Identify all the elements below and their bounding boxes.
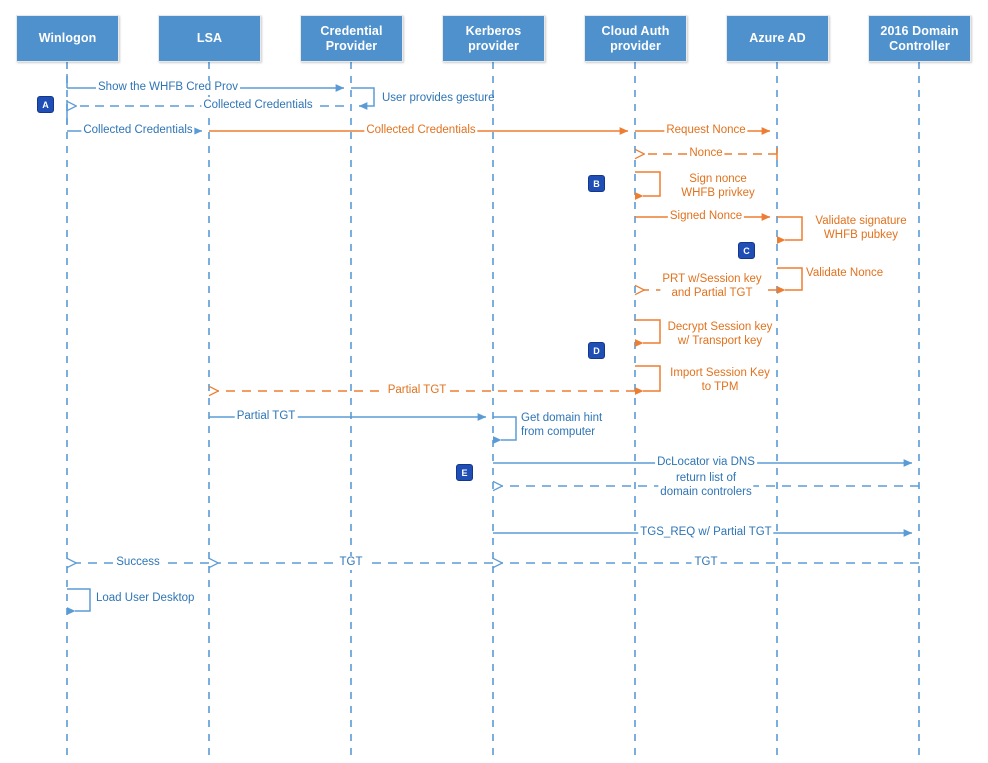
actor-azure-ad[interactable]: Azure AD (726, 15, 829, 62)
message-label-m9: Signed Nonce (667, 210, 745, 224)
actor-label-cloud-auth-provider: Cloud Auth provider (601, 23, 670, 53)
actor-cloud-auth-provider[interactable]: Cloud Auth provider (584, 15, 687, 62)
actor-label-azure-ad: Azure AD (749, 31, 806, 45)
step-badge-d-letter: D (593, 345, 600, 356)
message-label-m2: User provides gesture (382, 92, 495, 104)
message-label-m22: TGT (336, 556, 366, 570)
message-label-m3: Collected Credentials (201, 99, 315, 113)
message-m8 (635, 171, 661, 200)
message-m14 (635, 365, 661, 395)
step-badge-d[interactable]: D (588, 342, 605, 359)
step-badge-e-letter: E (461, 467, 468, 478)
actor-label-lsa: LSA (196, 31, 223, 45)
message-m10 (777, 216, 803, 244)
message-label-m6: Request Nonce (664, 124, 748, 138)
message-label-m23: Success (113, 556, 163, 570)
message-label-m14: Import Session Key to TPM (670, 367, 770, 393)
step-badge-c[interactable]: C (738, 242, 755, 259)
step-badge-c-letter: C (743, 245, 750, 256)
message-label-m24: Load User Desktop (96, 592, 195, 604)
message-label-m4: Collected Credentials (81, 124, 195, 138)
actor-lsa[interactable]: LSA (158, 15, 261, 62)
step-badge-b-letter: B (593, 178, 600, 189)
message-label-m10: Validate signature WHFB pubkey (815, 215, 907, 241)
lifelines (66, 62, 920, 755)
message-label-m16: Partial TGT (234, 410, 298, 424)
message-m13 (635, 319, 661, 347)
actor-label-credential-provider: Credential Provider (320, 23, 383, 53)
actor-label-winlogon: Winlogon (38, 31, 97, 45)
message-label-m13: Decrypt Session key w/ Transport key (667, 321, 773, 347)
message-label-m15: Partial TGT (384, 384, 450, 398)
message-label-m12: PRT w/Session key and Partial TGT (660, 273, 764, 300)
message-label-m18: DcLocator via DNS (655, 456, 757, 470)
message-m24 (67, 588, 91, 615)
actor-label-kerberos-provider: Kerberos provider (465, 23, 522, 53)
message-label-m11: Validate Nonce (806, 267, 884, 279)
message-label-m20: TGS_REQ w/ Partial TGT (638, 526, 774, 540)
step-badge-b[interactable]: B (588, 175, 605, 192)
message-m17 (493, 416, 517, 444)
message-label-m21: TGT (691, 556, 721, 570)
message-label-m1: Show the WHFB Cred Prov (96, 81, 240, 95)
actor-credential-provider[interactable]: Credential Provider (300, 15, 403, 62)
message-label-m17: Get domain hint from computer (521, 412, 603, 438)
step-badge-e[interactable]: E (456, 464, 473, 481)
actor-label-2016-domain-controller: 2016 Domain Controller (880, 23, 959, 53)
message-m11 (777, 267, 803, 294)
message-m2 (351, 87, 375, 110)
message-label-m5: Collected Credentials (364, 124, 478, 138)
message-label-m8: Sign nonce WHFB privkey (681, 173, 755, 199)
actor-2016-domain-controller[interactable]: 2016 Domain Controller (868, 15, 971, 62)
actor-kerberos-provider[interactable]: Kerberos provider (442, 15, 545, 62)
message-label-m19: return list of domain controlers (658, 472, 754, 499)
actor-winlogon[interactable]: Winlogon (16, 15, 119, 62)
message-label-m7: Nonce (687, 147, 725, 161)
step-badge-a[interactable]: A (37, 96, 54, 113)
step-badge-a-letter: A (42, 99, 49, 110)
